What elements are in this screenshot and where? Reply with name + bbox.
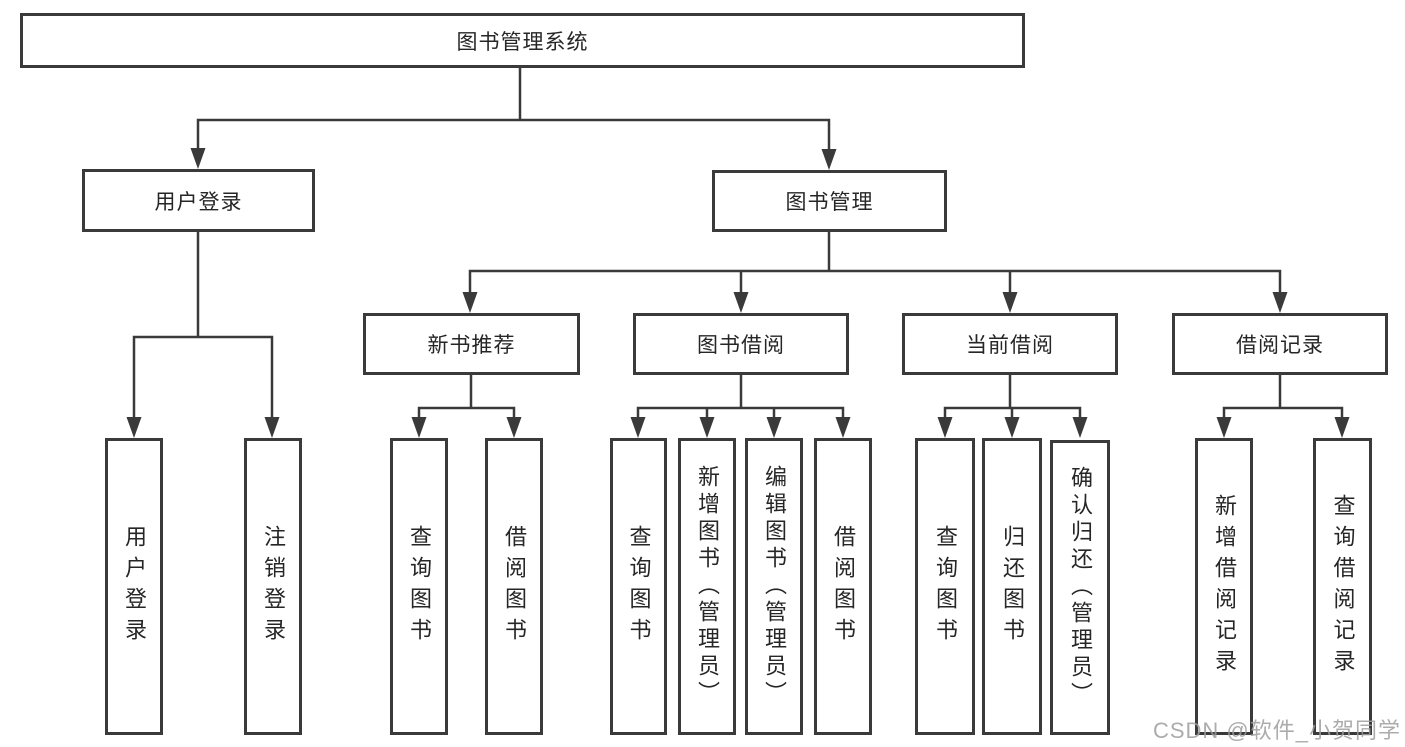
category-node-new-book-recommend: 新书推荐 bbox=[363, 313, 580, 375]
node-label: 查询借阅记录 bbox=[1330, 493, 1356, 680]
node-label: 借阅图书 bbox=[831, 524, 856, 649]
node-label: 借阅图书 bbox=[502, 524, 527, 649]
leaf-node-query-books-recommend: 查询图书 bbox=[390, 438, 448, 735]
node-label: 新书推荐 bbox=[427, 334, 516, 357]
leaf-node-logout: 注销登录 bbox=[244, 438, 302, 735]
category-node-borrow-records: 借阅记录 bbox=[1172, 313, 1388, 375]
root-node-library-system: 图书管理系统 bbox=[20, 13, 1025, 68]
leaf-node-add-borrow-record: 新增借阅记录 bbox=[1195, 438, 1253, 735]
node-label: 确认归还（管理员） bbox=[1068, 466, 1093, 709]
node-label: 图书管理系统 bbox=[456, 30, 589, 54]
node-label: 图书管理 bbox=[785, 191, 874, 214]
node-label: 当前借阅 bbox=[966, 334, 1054, 357]
leaf-node-borrow-books-recommend: 借阅图书 bbox=[485, 438, 543, 735]
node-label: 归还图书 bbox=[1000, 524, 1025, 649]
leaf-node-add-books-admin: 新增图书（管理员） bbox=[678, 438, 736, 735]
leaf-node-edit-books-admin: 编辑图书（管理员） bbox=[745, 438, 803, 735]
leaf-node-query-borrow-record: 查询借阅记录 bbox=[1313, 438, 1372, 735]
node-label: 用户登录 bbox=[154, 190, 243, 214]
leaf-node-query-books-borrow: 查询图书 bbox=[610, 438, 667, 735]
leaf-node-confirm-return-admin: 确认归还（管理员） bbox=[1050, 440, 1110, 735]
leaf-node-return-books: 归还图书 bbox=[982, 438, 1042, 735]
node-label: 用户登录 bbox=[122, 524, 147, 649]
category-node-book-borrow: 图书借阅 bbox=[633, 313, 849, 375]
watermark: CSDN @软件_小贺同学 bbox=[1152, 718, 1401, 743]
arrowheads bbox=[126, 148, 1350, 438]
node-label: 新增借阅记录 bbox=[1212, 493, 1237, 680]
category-node-current-borrow: 当前借阅 bbox=[902, 313, 1118, 375]
node-label: 编辑图书（管理员） bbox=[762, 465, 787, 708]
node-label: 借阅记录 bbox=[1236, 334, 1324, 357]
node-label: 新增图书（管理员） bbox=[695, 465, 720, 708]
leaf-node-user-login: 用户登录 bbox=[105, 438, 163, 735]
node-label: 注销登录 bbox=[261, 524, 286, 649]
node-label: 查询图书 bbox=[933, 524, 958, 649]
node-label: 查询图书 bbox=[626, 524, 652, 649]
node-label: 查询图书 bbox=[407, 524, 432, 649]
leaf-node-query-books-current: 查询图书 bbox=[915, 438, 975, 735]
node-label: 图书借阅 bbox=[697, 334, 785, 357]
leaf-node-borrow-books: 借阅图书 bbox=[814, 438, 872, 735]
branch-node-book-management: 图书管理 bbox=[712, 170, 947, 232]
branch-node-user-login: 用户登录 bbox=[82, 169, 315, 232]
